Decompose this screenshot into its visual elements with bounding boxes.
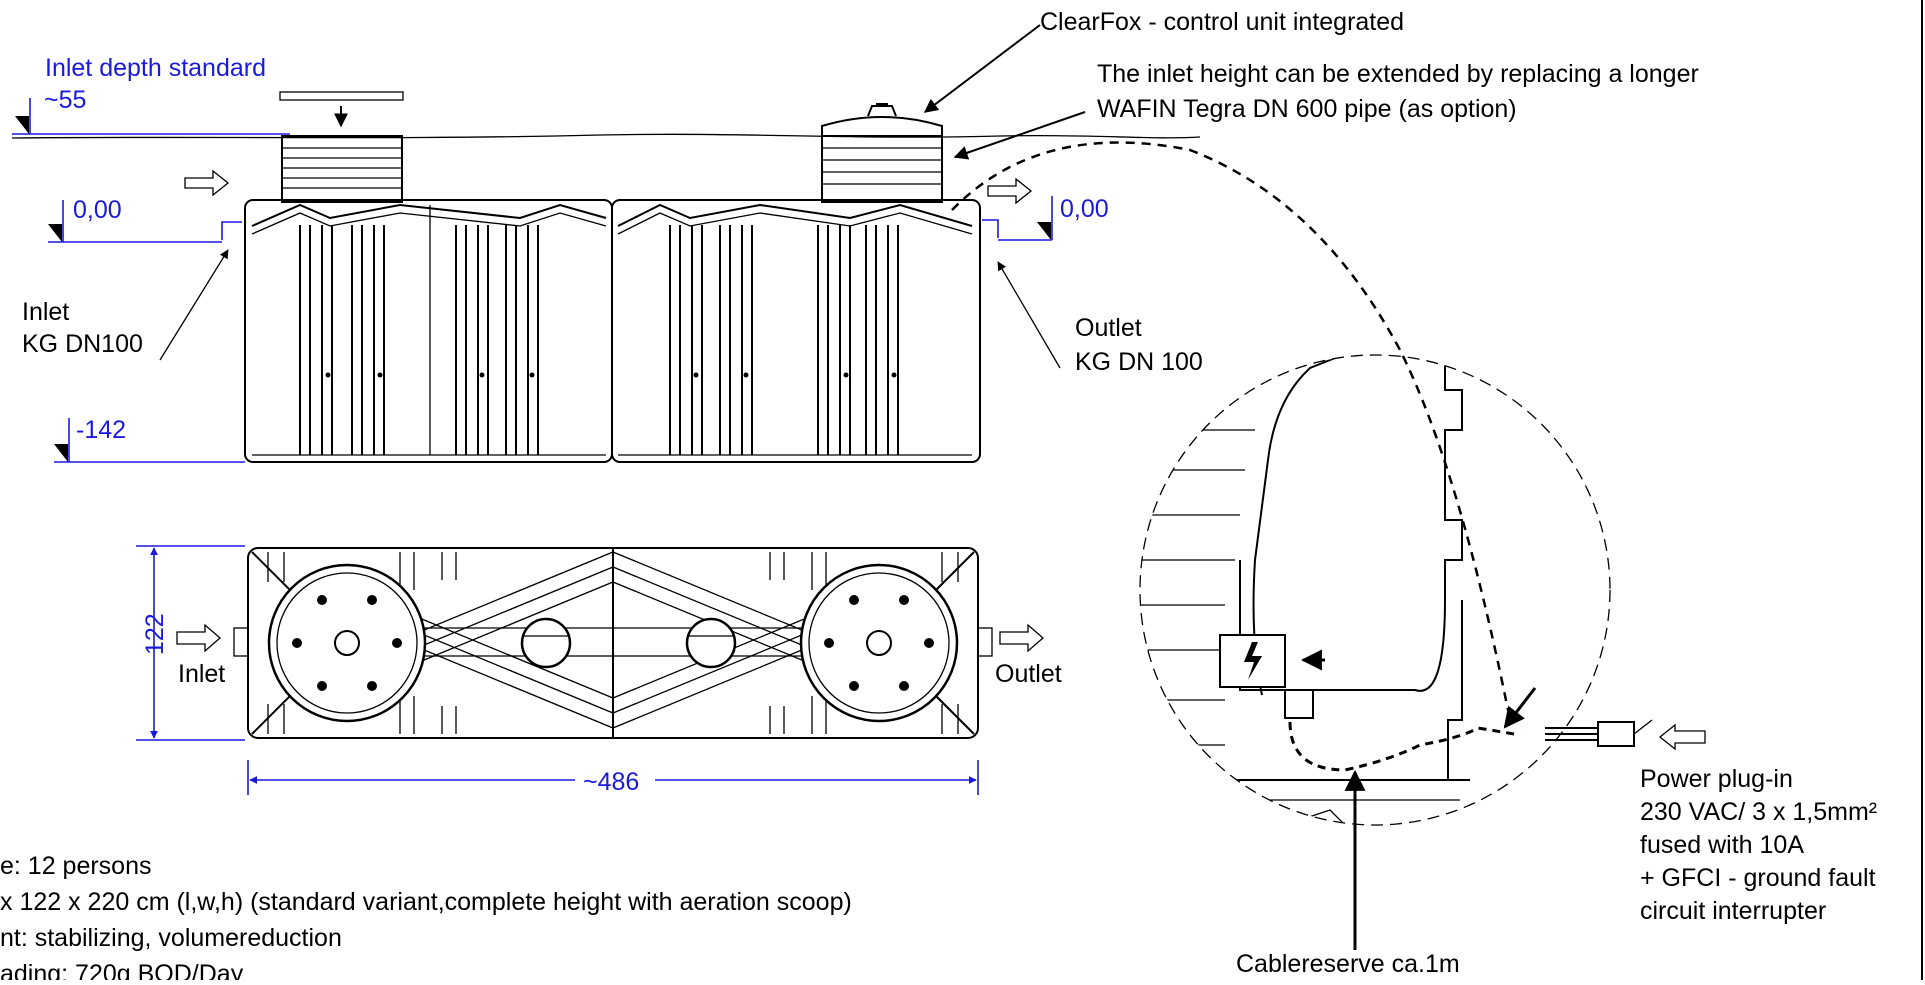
inlet-pipe: KG DN100	[22, 330, 143, 358]
cable-reserve-label: Cablereserve ca.1m	[1236, 950, 1460, 978]
power-line-2: 230 VAC/ 3 x 1,5mm²	[1640, 798, 1877, 826]
spec-line-2: x 122 x 220 cm (l,w,h) (standard variant…	[0, 888, 852, 916]
extension-line-2: WAFIN Tegra DN 600 pipe (as option)	[1097, 95, 1517, 123]
dimension-width-label: 122	[141, 613, 169, 655]
dimension-width: 122	[136, 545, 245, 741]
callout-clearfox: ClearFox - control unit integrated	[923, 8, 1404, 113]
power-plug-info: Power plug-in 230 VAC/ 3 x 1,5mm² fused …	[1640, 765, 1877, 925]
inlet-depth-label: Inlet depth standard	[45, 54, 266, 82]
level-zero-right: 0,00	[998, 195, 1109, 241]
dimension-length: ~486	[247, 760, 979, 796]
inlet-title: Inlet	[22, 298, 69, 326]
inlet-depth-value: ~55	[44, 86, 86, 114]
level-bottom: -142	[54, 416, 245, 463]
tank-side-right	[611, 103, 981, 463]
plan-flow-arrow-in	[176, 623, 221, 653]
spec-line-1: e: 12 persons	[0, 852, 152, 880]
extension-line-1: The inlet height can be extended by repl…	[1097, 60, 1699, 88]
power-line-1: Power plug-in	[1640, 765, 1793, 793]
dimension-length-label: ~486	[583, 768, 639, 796]
plan-outlet-label: Outlet	[995, 660, 1062, 688]
spec-line-3: nt: stabilizing, volumereduction	[0, 924, 342, 952]
plan-inlet-label: Inlet	[178, 660, 225, 688]
level-bottom-label: -142	[76, 416, 126, 444]
spec-list: e: 12 persons x 122 x 220 cm (l,w,h) (st…	[0, 852, 852, 985]
level-zero-left-label: 0,00	[73, 196, 122, 224]
ground-line	[11, 133, 1201, 139]
flow-arrow-out	[987, 177, 1033, 205]
outlet-title: Outlet	[1075, 314, 1142, 342]
tank-plan-view	[233, 547, 993, 739]
plan-flow-arrow-out	[999, 623, 1044, 653]
clearfox-label: ClearFox - control unit integrated	[1040, 8, 1404, 36]
level-zero-right-label: 0,00	[1060, 195, 1109, 223]
level-inlet-depth: Inlet depth standard ~55	[12, 54, 290, 135]
level-zero-left: 0,00	[48, 196, 222, 243]
callout-inlet: Inlet KG DN100	[22, 249, 229, 361]
spec-line-4: ading: 720g BOD/Day	[0, 960, 244, 980]
tank-side-left	[244, 91, 613, 463]
callout-extension: The inlet height can be extended by repl…	[953, 60, 1699, 160]
callout-outlet: Outlet KG DN 100	[997, 261, 1203, 376]
outlet-pipe: KG DN 100	[1075, 348, 1203, 376]
power-line-3: fused with 10A	[1640, 831, 1804, 859]
flow-arrow-in	[184, 169, 230, 197]
power-line-5: circuit interrupter	[1640, 897, 1826, 925]
detail-view	[951, 141, 1706, 950]
power-line-4: + GFCI - ground fault	[1640, 864, 1876, 892]
